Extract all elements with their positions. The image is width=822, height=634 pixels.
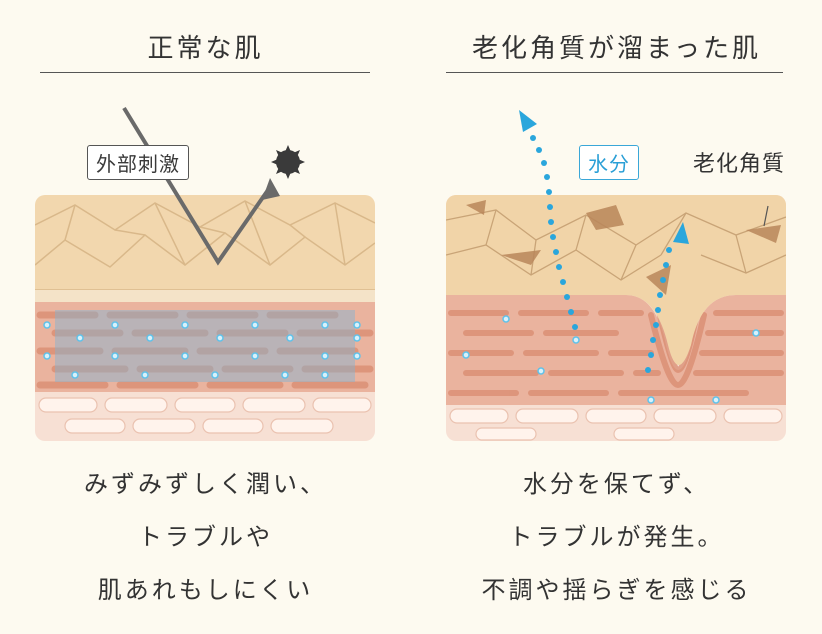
aged-keratin-label: 老化角質: [693, 152, 786, 177]
aged-skin-description: 水分を保てず、 トラブルが発生。 不調や揺らぎを感じる: [411, 458, 822, 617]
desc-line: トラブルや: [138, 523, 273, 551]
stimulus-particle-icon: [271, 145, 305, 179]
external-stimulus-label: 外部刺激: [87, 145, 189, 180]
normal-skin-title: 正常な肌: [147, 34, 264, 64]
desc-line: 水分を保てず、: [522, 470, 711, 498]
title-divider: [40, 72, 370, 73]
water-evaporation-arrows: [519, 110, 769, 373]
aged-skin-illustration: [446, 195, 786, 441]
moisture-band: [55, 310, 355, 382]
desc-line: 肌あれもしにくい: [97, 576, 314, 604]
aged-keratin-layer: [446, 195, 786, 365]
title-divider: [446, 72, 783, 73]
desc-line: みずみずしく潤い、: [84, 470, 327, 498]
normal-skin-panel: 正常な肌: [0, 34, 411, 617]
normal-skin-description: みずみずしく潤い、 トラブルや 肌あれもしにくい: [0, 458, 411, 617]
water-label: 水分: [579, 145, 639, 180]
normal-skin-illustration: [35, 195, 375, 441]
aged-skin-panel: 老化角質が溜まった肌: [411, 0, 822, 634]
desc-line: 不調や揺らぎを感じる: [481, 576, 752, 604]
desc-line: トラブルが発生。: [508, 523, 725, 551]
aged-skin-title: 老化角質が溜まった肌: [472, 34, 761, 64]
